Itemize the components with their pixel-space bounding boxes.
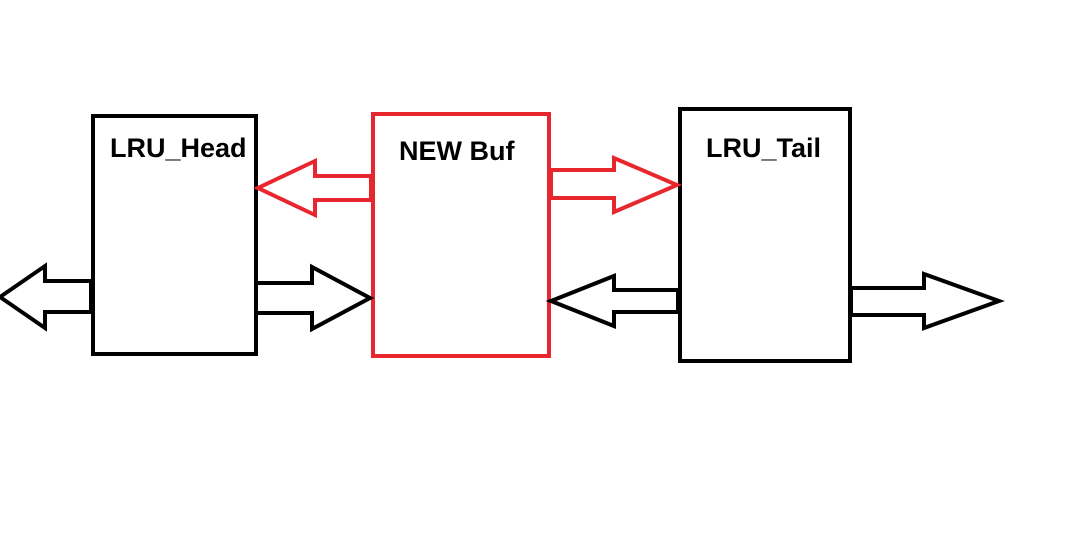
new-to-tail-arrow (549, 154, 683, 216)
lru-head-box (91, 114, 258, 356)
head-prev-arrow (0, 262, 93, 332)
lru-tail-label: LRU_Tail (706, 133, 821, 163)
new-buf-label: NEW Buf (399, 136, 515, 166)
lru-head-label: LRU_Head (110, 133, 247, 163)
tail-next-arrow (849, 271, 1005, 331)
head-to-new-arrow (254, 263, 375, 333)
lru-tail-box (678, 107, 852, 363)
new-buf-box (371, 112, 551, 358)
tail-to-new-arrow (545, 273, 680, 329)
new-to-head-arrow (253, 157, 373, 219)
